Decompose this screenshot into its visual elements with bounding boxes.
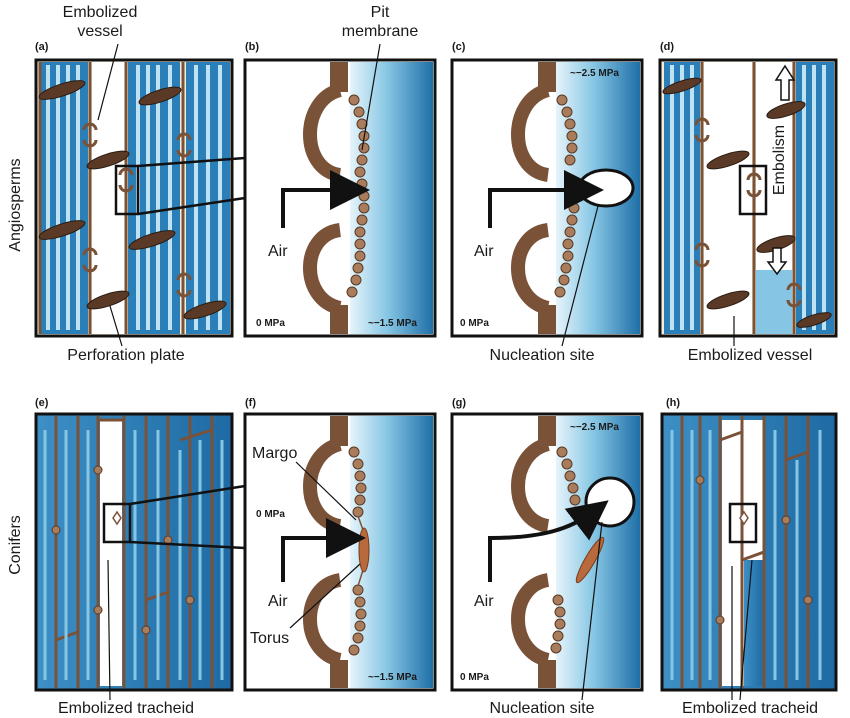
panel-letter-g: (g) [452,397,466,409]
panel-g: (g) Air ~−2.5 MPa 0 MPa Nucleation site [450,397,644,717]
embolism-arrow-up [774,64,796,101]
panel-letter-h: (h) [666,397,680,409]
label-pressure-f-right: ~−1.5 MPa [368,672,417,683]
label-air-b: Air [268,243,288,260]
label-embolized-vessel-1: Embolized [63,4,138,21]
panel-letter-d: (d) [660,41,674,53]
panel-letter-a: (a) [35,41,49,53]
label-pressure-f-left: 0 MPa [256,509,285,520]
panel-letter-b: (b) [245,41,259,53]
panel-h: (h) Embolized tracheid [660,397,838,717]
label-embolism: Embolism [771,125,788,195]
label-air-g: Air [474,593,494,610]
embolism-arrow-down [766,247,788,276]
label-embolized-vessel-d: Embolized vessel [688,347,813,364]
panel-letter-c: (c) [452,41,466,53]
label-air-f: Air [268,593,288,610]
label-pressure-c-top: ~−2.5 MPa [570,68,619,79]
label-embolized-tracheid-e: Embolized tracheid [58,700,194,717]
zoom-box-e [102,502,132,544]
row-label-conifers: Conifers [7,515,24,575]
panel-d: (d) Em [658,41,838,364]
panel-b: (b) Air 0 MPa ~−1.5 MPa Pit membrane [243,4,437,338]
label-pressure-g-left: 0 MPa [460,672,489,683]
panel-e: (e) Embo [34,397,234,717]
label-pressure-c-left: 0 MPa [460,318,489,329]
label-margo: Margo [252,445,297,462]
air-bubble-g [584,476,636,528]
label-pressure-b-right: ~−1.5 MPa [368,318,417,329]
zoom-box-h [728,502,758,544]
panel-a: (a) [34,4,234,364]
label-air-c: Air [474,243,494,260]
label-pressure-g-top: ~−2.5 MPa [570,422,619,433]
label-torus: Torus [250,630,289,647]
label-perforation-plate: Perforation plate [67,347,185,364]
panel-letter-f: (f) [245,397,256,409]
row-label-angiosperms: Angiosperms [7,158,24,251]
label-embolized-tracheid-h: Embolized tracheid [682,700,818,717]
label-nucleation-site-g: Nucleation site [490,700,595,717]
panel-f: (f) Air Margo 0 MPa Torus ~−1.5 MPa [243,397,437,692]
zoom-box-a [114,164,140,216]
panel-c: (c) Air ~−2.5 MPa 0 MPa Nucleation site [450,41,644,364]
label-pit-1: Pit [371,4,390,21]
zoom-box-d [738,164,768,216]
label-embolized-vessel-2: vessel [77,23,122,40]
torus-f [358,527,370,573]
label-pit-2: membrane [342,23,419,40]
label-nucleation-site-c: Nucleation site [490,347,595,364]
label-pressure-b-left: 0 MPa [256,318,285,329]
panel-letter-e: (e) [35,397,49,409]
